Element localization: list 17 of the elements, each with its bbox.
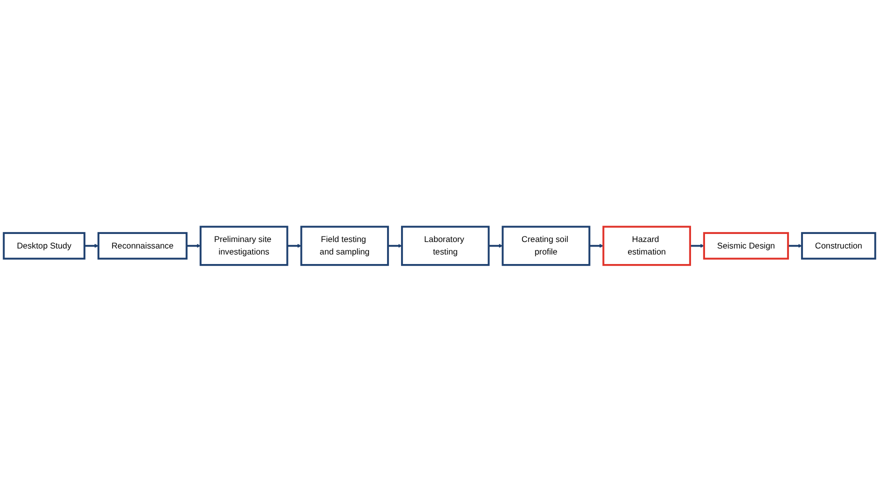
arrow (84, 244, 99, 248)
node-box: Construction (801, 232, 876, 260)
node-box: Preliminary site investigations (200, 226, 288, 266)
node-box: Seismic Design (703, 232, 789, 260)
arrow (388, 244, 402, 248)
node-box: Field testing and sampling (300, 226, 389, 266)
node-box: Creating soil profile (502, 226, 590, 266)
node-box: Reconnaissance (98, 232, 188, 260)
arrow (589, 244, 604, 248)
arrow (788, 244, 802, 248)
node-box: Desktop Study (2, 232, 86, 260)
arrow (287, 244, 302, 248)
arrow (186, 244, 201, 248)
arrow (488, 244, 503, 248)
node-box: Laboratory testing (401, 226, 490, 266)
arrow (690, 244, 704, 248)
node-box: Hazard estimation (602, 226, 692, 266)
